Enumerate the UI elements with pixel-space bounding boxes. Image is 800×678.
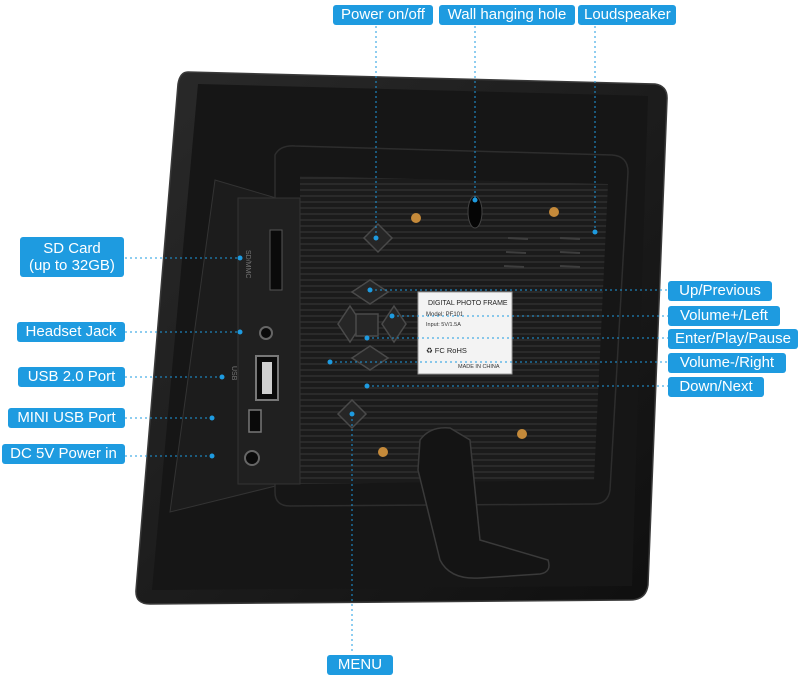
kickstand xyxy=(417,427,550,579)
sticker-model: Model: PF101 xyxy=(426,312,464,318)
callout-dc-power: DC 5V Power in xyxy=(2,444,125,464)
callout-power: Power on/off xyxy=(333,5,433,25)
callout-down: Down/Next xyxy=(668,377,764,397)
port-strip xyxy=(237,197,301,485)
usb-side-mark: USB xyxy=(230,366,237,381)
sticker-title: DIGITAL PHOTO FRAME xyxy=(428,300,508,307)
sticker-certs: ♻ FC RoHS xyxy=(426,346,467,355)
callout-enter: Enter/Play/Pause xyxy=(668,329,798,349)
sticker-origin: MADE IN CHINA xyxy=(458,364,500,370)
device-sticker xyxy=(417,291,513,375)
callout-speaker: Loudspeaker xyxy=(578,5,676,25)
callout-wall-hole: Wall hanging hole xyxy=(439,5,575,25)
sd-side-mark: SD/MMC xyxy=(244,250,251,278)
callout-sd-card: SD Card (up to 32GB) xyxy=(20,237,124,277)
callout-vol-up: Volume+/Left xyxy=(668,306,780,326)
callout-usb: USB 2.0 Port xyxy=(18,367,125,387)
callout-vol-down: Volume-/Right xyxy=(668,353,786,373)
callout-menu: MENU xyxy=(327,655,393,675)
mini-usb-port xyxy=(248,409,262,433)
sticker-input: Input: 5V/1.5A xyxy=(426,322,461,328)
leader-lines xyxy=(125,26,668,654)
dc-power-port xyxy=(244,450,260,466)
control-buttons xyxy=(336,222,407,430)
callout-headset: Headset Jack xyxy=(17,322,125,342)
callout-sd-card-line2: (up to 32GB) xyxy=(29,257,115,274)
callout-mini-usb: MINI USB Port xyxy=(8,408,125,428)
callout-up: Up/Previous xyxy=(668,281,772,301)
speaker-grille xyxy=(503,237,581,268)
callout-sd-card-line1: SD Card xyxy=(43,240,101,257)
sd-card-slot xyxy=(269,229,283,291)
headset-jack xyxy=(259,326,273,340)
